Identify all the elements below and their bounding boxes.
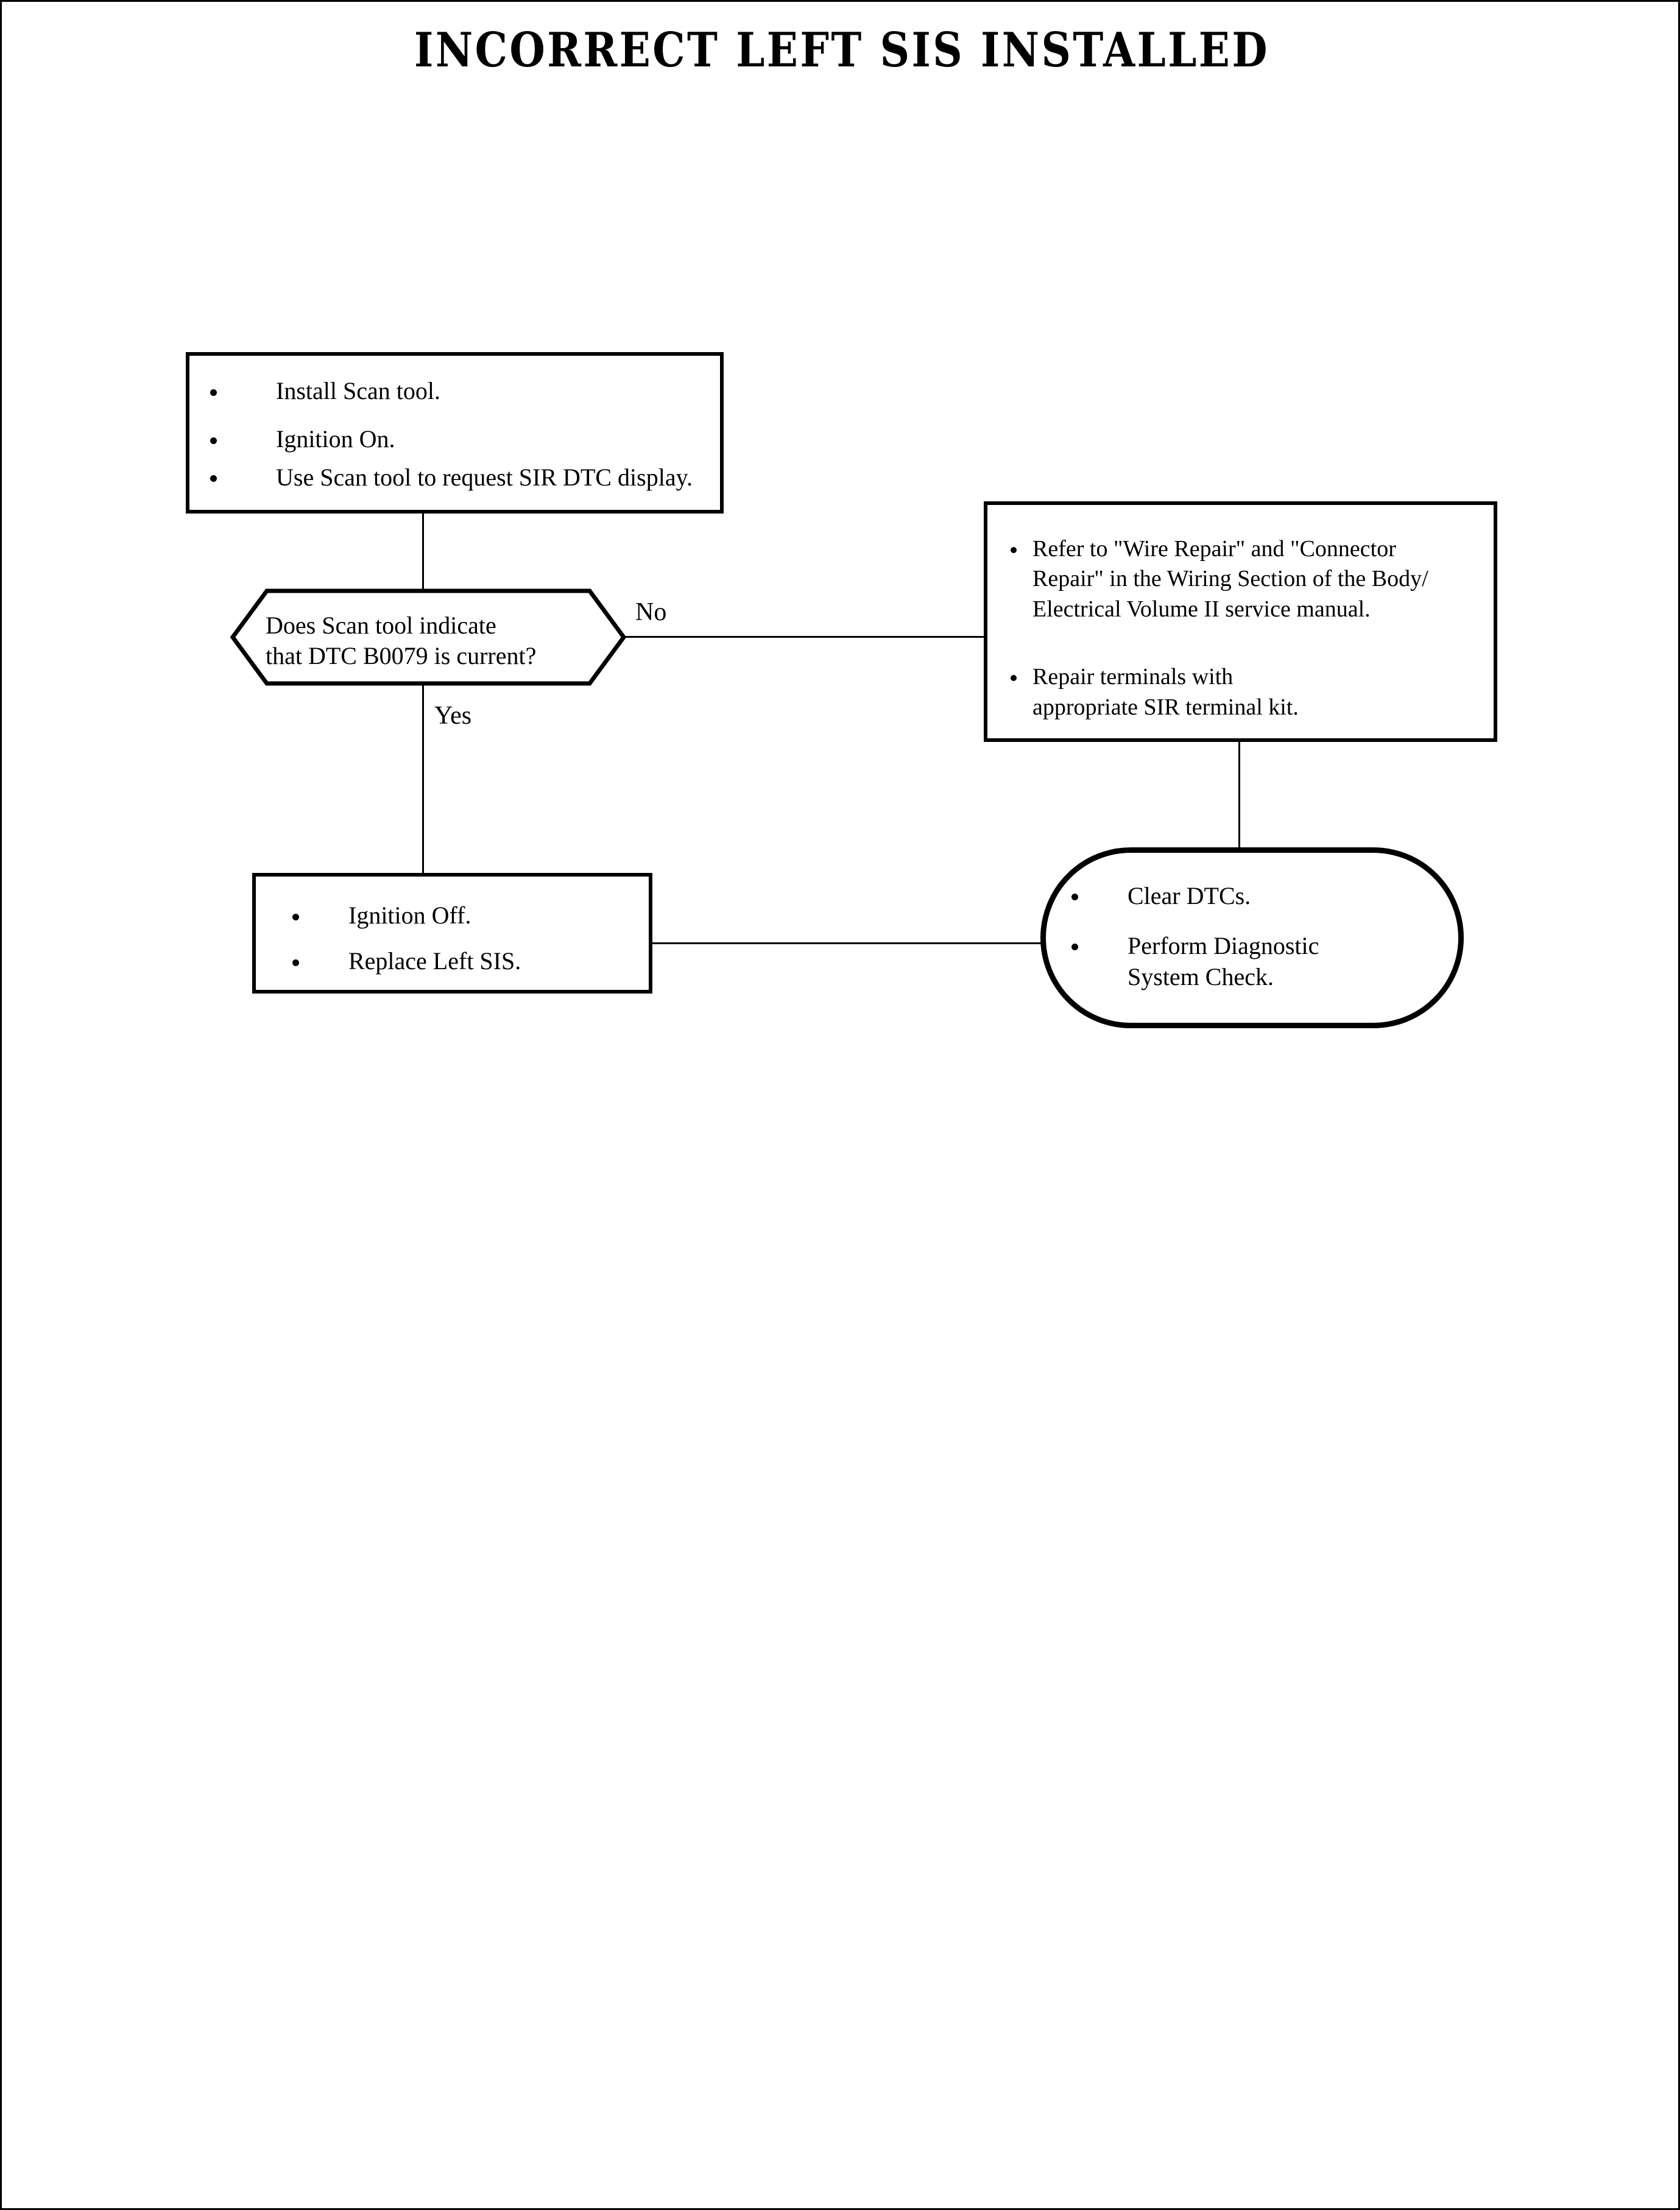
list-item: Repair terminals with appropriate SIR te… bbox=[1011, 662, 1479, 722]
decision-line-1: Does Scan tool indicate bbox=[266, 612, 496, 639]
decision-line-2: that DTC B0079 is current? bbox=[266, 641, 537, 669]
list-item: Ignition On. bbox=[210, 425, 704, 454]
list-item: Refer to "Wire Repair" and "Connector Re… bbox=[1011, 534, 1479, 624]
bullet-text: Clear DTCs. bbox=[1128, 882, 1251, 909]
bullet-text: Repair terminals with appropriate SIR te… bbox=[1032, 662, 1479, 722]
bullet-dot-icon bbox=[1071, 893, 1078, 900]
bullet-line: appropriate SIR terminal kit. bbox=[1032, 694, 1299, 720]
bullet-dot-icon bbox=[292, 913, 299, 920]
bullet-text: Install Scan tool. bbox=[276, 377, 440, 404]
bullet-line: Perform Diagnostic bbox=[1128, 932, 1319, 960]
hexagon-shape-icon bbox=[230, 588, 626, 686]
connector-replacesis-to-terminator bbox=[652, 942, 1045, 944]
list-item: Ignition Off. bbox=[292, 901, 637, 931]
bullet-text: Use Scan tool to request SIR DTC display… bbox=[276, 463, 693, 491]
bullet-dot-icon bbox=[1011, 546, 1017, 553]
connector-setup-to-decision bbox=[422, 514, 424, 590]
connector-wirerepair-to-terminator bbox=[1238, 742, 1240, 849]
list-item: Install Scan tool. bbox=[210, 376, 704, 406]
bullet-line: Refer to "Wire Repair" and "Connector bbox=[1032, 536, 1396, 562]
bullet-list: Refer to "Wire Repair" and "Connector Re… bbox=[1011, 534, 1479, 722]
connector-decision-yes-vertical bbox=[422, 684, 424, 873]
bullet-dot-icon bbox=[210, 389, 217, 396]
bullet-text: Ignition Off. bbox=[348, 902, 471, 929]
bullet-text: Ignition On. bbox=[276, 425, 395, 453]
bullet-line: System Check. bbox=[1128, 962, 1274, 990]
bullet-list: Ignition Off. Replace Left SIS. bbox=[292, 901, 637, 976]
bullet-dot-icon bbox=[1011, 675, 1017, 682]
bullet-text: Perform Diagnostic System Check. bbox=[1128, 931, 1440, 992]
node-wire-repair[interactable]: Refer to "Wire Repair" and "Connector Re… bbox=[984, 501, 1497, 742]
list-item: Clear DTCs. bbox=[1071, 881, 1440, 911]
bullet-line: Repair terminals with bbox=[1032, 664, 1234, 690]
edge-label-no: No bbox=[635, 598, 667, 626]
bullet-list: Clear DTCs. Perform Diagnostic System Ch… bbox=[1071, 881, 1440, 992]
bullet-text: Refer to "Wire Repair" and "Connector Re… bbox=[1032, 534, 1479, 624]
page-title: INCORRECT LEFT SIS INSTALLED bbox=[414, 23, 1269, 78]
node-replace-sis[interactable]: Ignition Off. Replace Left SIS. bbox=[252, 873, 652, 994]
bullet-text: Replace Left SIS. bbox=[348, 947, 521, 975]
bullet-list: Install Scan tool. Ignition On. Use Scan… bbox=[210, 376, 704, 492]
list-item: Replace Left SIS. bbox=[292, 947, 637, 976]
bullet-line: Repair" in the Wiring Section of the Bod… bbox=[1032, 566, 1428, 592]
bullet-dot-icon bbox=[1071, 944, 1078, 951]
connector-decision-no-horizontal bbox=[625, 636, 984, 638]
decision-text: Does Scan tool indicate that DTC B0079 i… bbox=[266, 610, 582, 671]
list-item: Perform Diagnostic System Check. bbox=[1071, 931, 1440, 992]
bullet-dot-icon bbox=[292, 959, 299, 966]
node-clear-dtcs[interactable]: Clear DTCs. Perform Diagnostic System Ch… bbox=[1040, 847, 1464, 1028]
bullet-dot-icon bbox=[210, 437, 217, 444]
list-item: Use Scan tool to request SIR DTC display… bbox=[210, 463, 704, 493]
bullet-line: Electrical Volume II service manual. bbox=[1032, 596, 1371, 622]
node-scan-setup[interactable]: Install Scan tool. Ignition On. Use Scan… bbox=[186, 352, 724, 514]
edge-label-yes: Yes bbox=[434, 702, 472, 730]
bullet-dot-icon bbox=[210, 475, 217, 482]
node-decision-dtc-current[interactable]: Does Scan tool indicate that DTC B0079 i… bbox=[230, 588, 626, 686]
